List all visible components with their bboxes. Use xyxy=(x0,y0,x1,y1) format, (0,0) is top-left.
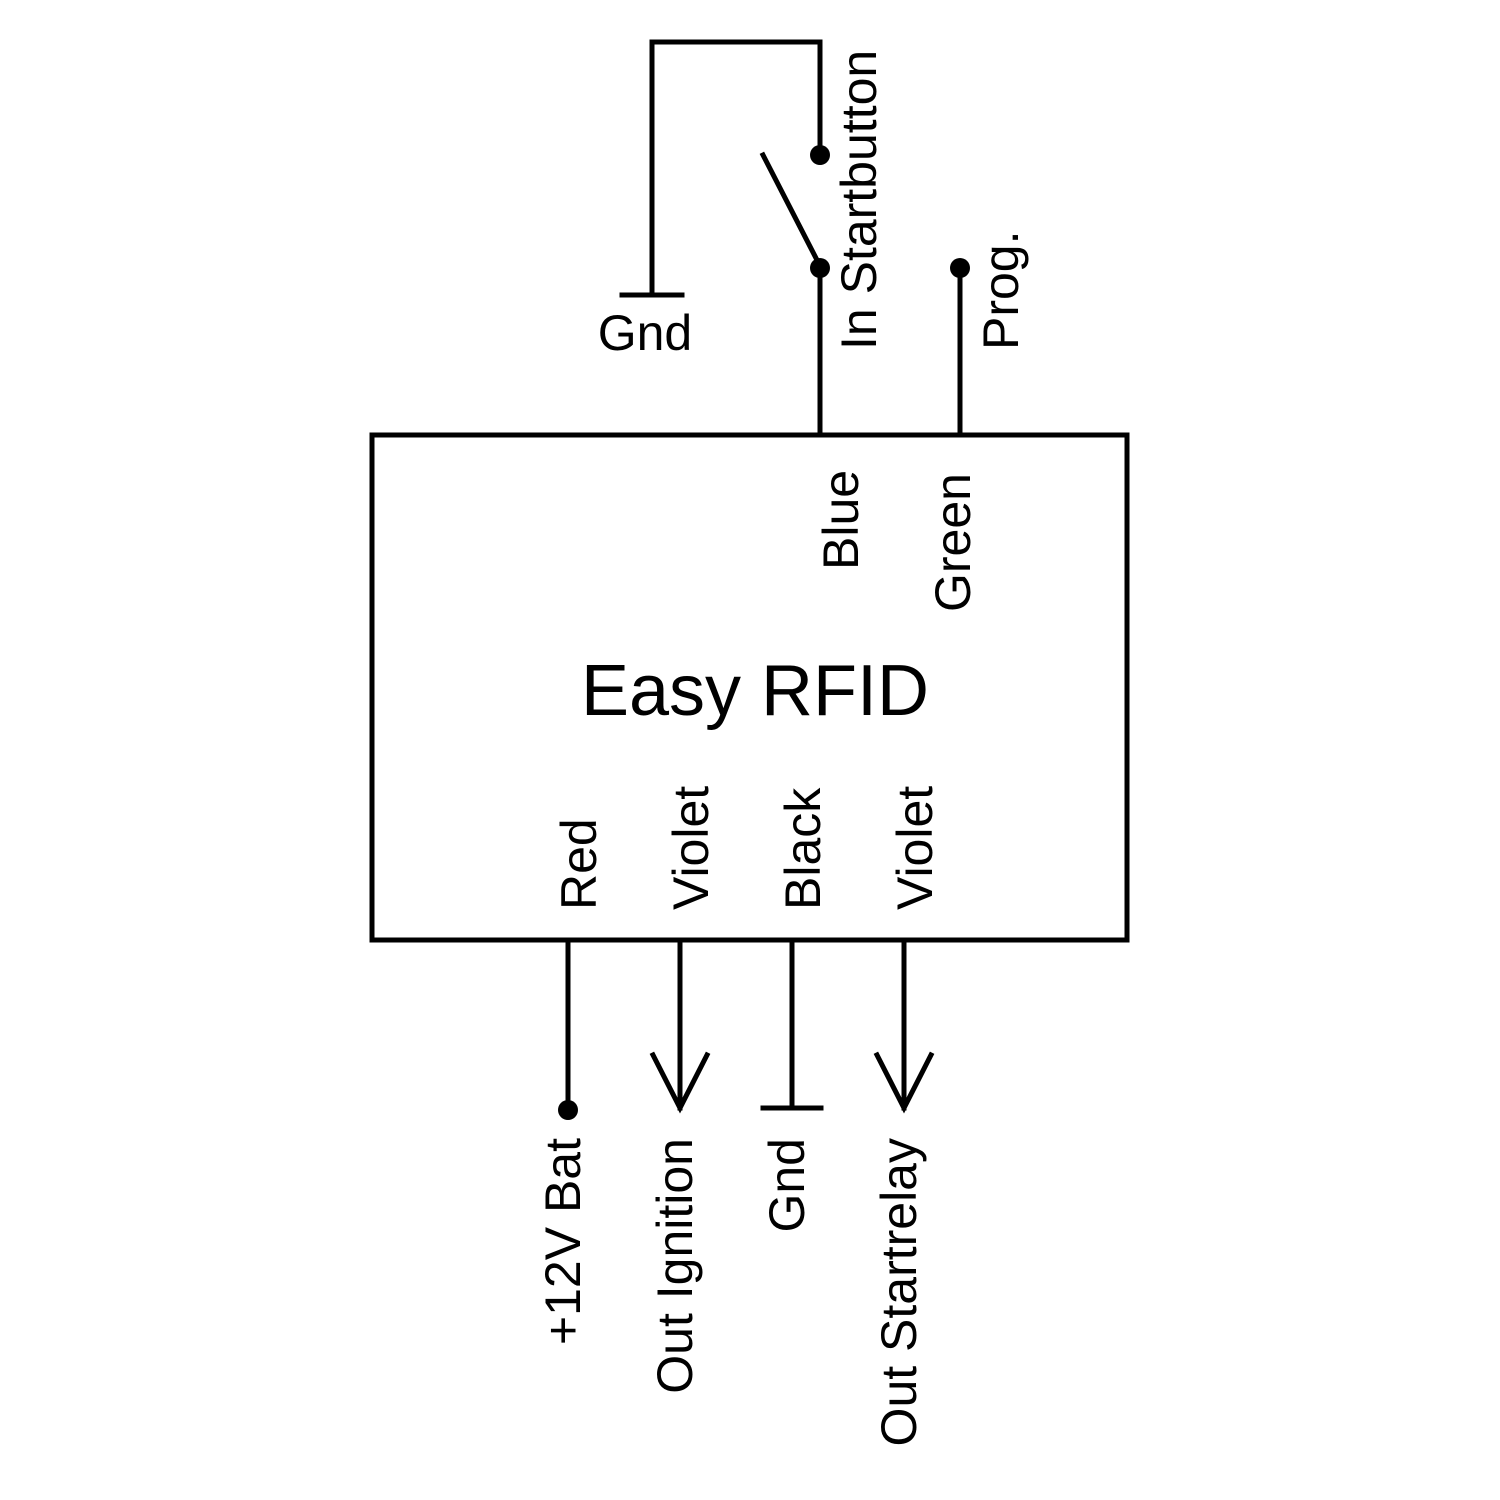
gnd-to-switch-wire xyxy=(649,39,823,298)
violet-ignition-wire-label: Violet xyxy=(663,786,719,910)
ignition-arrow-icon xyxy=(649,1051,711,1114)
bottom-gnd-label: Gnd xyxy=(759,1138,815,1233)
red-wire-label: Red xyxy=(551,818,607,910)
violet-startrelay-wire-label: Violet xyxy=(887,786,943,910)
bat-terminal xyxy=(558,1100,578,1120)
black-wire-label: Black xyxy=(775,787,831,910)
top-gnd-label: Gnd xyxy=(598,305,693,361)
device-title: Easy RFID xyxy=(581,651,929,731)
blue-wire-label: Blue xyxy=(813,470,869,570)
green-wire-label: Green xyxy=(925,473,981,612)
in-startbutton-label: In Startbutton xyxy=(831,50,887,350)
out-startrelay-label: Out Startrelay xyxy=(871,1138,927,1446)
startrelay-arrow-icon xyxy=(873,1051,935,1114)
switch-top-terminal xyxy=(810,145,830,165)
bat-label: +12V Bat xyxy=(535,1138,591,1345)
device-box xyxy=(369,432,1130,943)
start-switch-blade xyxy=(759,151,822,266)
out-ignition-label: Out Ignition xyxy=(647,1138,703,1394)
prog-label: Prog. xyxy=(973,230,1029,350)
